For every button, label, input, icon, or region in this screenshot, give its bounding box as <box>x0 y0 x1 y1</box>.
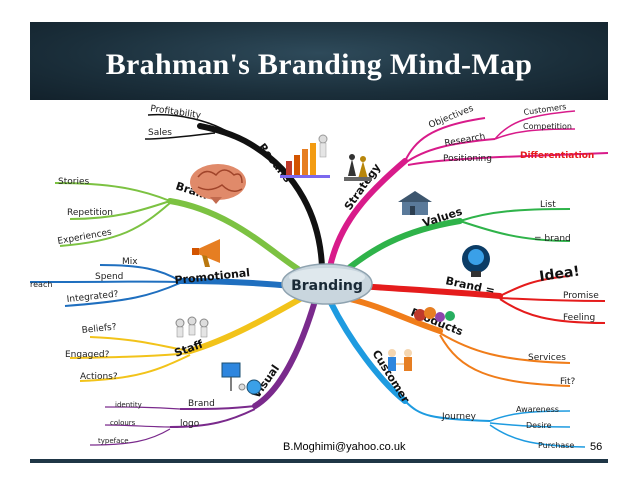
author-email: B.Moghimi@yahoo.co.uk <box>283 441 406 453</box>
branch-values-line <box>342 218 463 274</box>
leaf-idea: Idea! <box>538 263 580 284</box>
leaf-positioning: Positioning <box>443 154 492 164</box>
leaf-line-typeface <box>89 428 171 446</box>
leaf-line-journey <box>404 400 491 422</box>
leaf-line-feeling <box>499 298 606 324</box>
customers-handshake-icon <box>388 349 412 371</box>
leaf-line-eq-brand <box>459 220 571 242</box>
leaf-line-promise <box>499 297 606 302</box>
branch-brand-eq-line <box>357 283 503 299</box>
leaf-line-repetition <box>69 200 171 220</box>
leaf-engaged: Engaged? <box>65 350 110 360</box>
leaf-beliefs: Beliefs? <box>81 322 117 336</box>
leaf-desire: Desire <box>526 421 552 430</box>
leaf-line-actions <box>79 354 191 382</box>
leaf-fit: Fit? <box>560 377 576 387</box>
page-title: Brahman's Branding Mind-Map <box>105 48 533 81</box>
leaf-line-competition <box>494 128 576 140</box>
leaf-line-integrated <box>64 282 181 307</box>
leaf-identity: identity <box>115 401 142 409</box>
leaf-actions: Actions? <box>80 372 118 382</box>
leaf-awareness: Awareness <box>516 405 559 414</box>
leaf-stories: Stories <box>58 177 89 187</box>
leaf-brand: Brand <box>188 399 215 409</box>
leaf-line-awareness <box>489 410 571 422</box>
fruit-products-icon <box>414 307 455 322</box>
branch-brain-line <box>167 198 301 272</box>
leaf-line-research <box>404 138 496 164</box>
leaf-line-list <box>459 208 571 222</box>
branch-staff-line <box>187 296 303 354</box>
leaf-line-services <box>439 332 571 364</box>
leaf-colours: colours <box>110 419 136 427</box>
leaf-research: Research <box>444 132 486 149</box>
leaf-repetition: Repetition <box>67 208 113 218</box>
megaphone-icon <box>192 239 220 267</box>
center-label: Branding <box>291 278 363 294</box>
leaf-services: Services <box>528 353 566 363</box>
leaf-spend: Spend <box>95 272 123 282</box>
leaf-line-stories <box>54 182 171 202</box>
leaf-journey: Journey <box>441 412 477 422</box>
leaf-line-profitability <box>147 113 231 134</box>
leaf-promise: Promise <box>563 291 599 301</box>
center-node-highlight <box>289 268 365 286</box>
page-number: 56 <box>590 441 603 453</box>
mind-map: Branding Results Strategy Values Brand =… <box>30 102 608 450</box>
chart-with-figure-icon <box>280 134 330 178</box>
leaf-sales: Sales <box>148 128 172 138</box>
leaf-line-identity <box>104 406 181 410</box>
footer-rule <box>30 459 608 463</box>
branch-products-line <box>347 296 443 334</box>
title-banner: Brahman's Branding Mind-Map <box>30 22 608 100</box>
lightbulb-icon <box>462 245 490 277</box>
leaf-line-mix <box>99 264 181 282</box>
leaf-line-purchase <box>489 424 586 448</box>
leaf-objectives: Objectives <box>427 104 475 131</box>
leaf-line-objectives <box>404 117 486 162</box>
leaf-line-experiences <box>59 202 171 247</box>
leaf-line-sales <box>144 132 216 140</box>
leaf-line-customers <box>494 110 576 140</box>
leaf-line-colours <box>104 424 171 428</box>
branch-customer-line <box>327 298 408 404</box>
house-icon <box>398 191 432 215</box>
leaf-line-desire <box>489 422 571 428</box>
leaf-eq-brand: = brand <box>534 234 571 244</box>
leaf-mix: Mix <box>122 257 138 267</box>
leaf-profitability: Profitability <box>150 104 203 121</box>
leaf-feeling: Feeling <box>563 313 595 323</box>
leaf-line-logo <box>169 408 256 428</box>
leaf-list: List <box>540 200 556 210</box>
leaf-typeface: typeface <box>98 437 129 445</box>
branch-visual-line <box>252 298 318 409</box>
leaf-logo: logo <box>180 419 200 429</box>
figure-with-sign-icon <box>221 362 262 395</box>
leaf-line-idea <box>499 275 571 297</box>
leaf-reach: reach <box>30 280 52 289</box>
chess-pieces-icon <box>344 154 372 181</box>
people-team-icon <box>175 316 209 338</box>
leaf-line-brand <box>179 405 256 410</box>
brain-icon <box>190 164 246 204</box>
branch-strategy-line <box>327 158 408 270</box>
leaf-line-engaged <box>69 352 191 359</box>
leaf-line-positioning <box>407 152 608 166</box>
leaf-line-fit <box>439 334 571 387</box>
leaf-competition: Competition <box>523 122 572 131</box>
leaf-differentiation: Differentiation <box>520 151 594 161</box>
branch-results-line <box>197 123 325 270</box>
leaf-line-beliefs <box>89 336 191 352</box>
leaf-purchase: Purchase <box>538 441 574 450</box>
